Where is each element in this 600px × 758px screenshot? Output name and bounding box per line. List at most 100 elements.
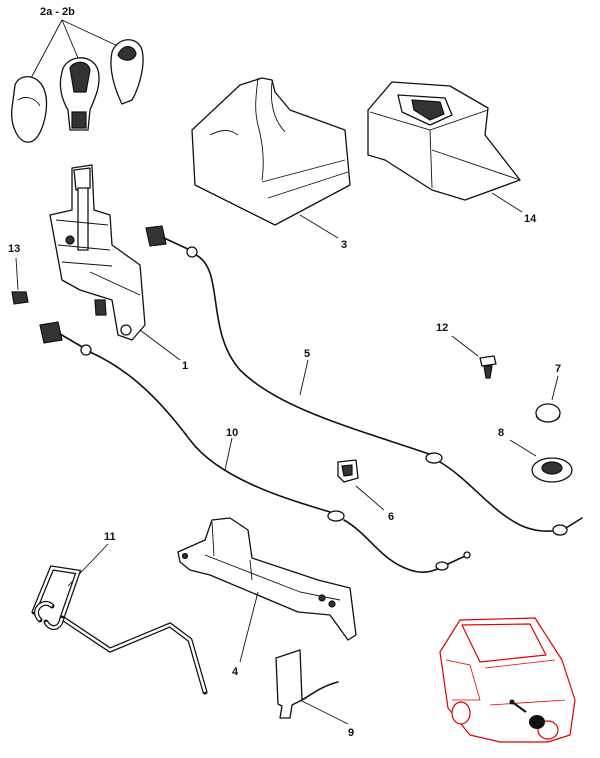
vehicle-highlight-area [529,715,545,729]
gear-boot-fold-3 [209,130,239,136]
cable-10-lower [343,519,441,573]
gear-lever-mechanism-group: 1 [49,164,188,372]
cable-5-lower [439,461,561,532]
vehicle-highlight-dot [509,699,515,705]
vehicle-highlight-line [511,701,527,713]
callout-label-11: 11 [104,531,116,543]
bracket-9-group: 9 [275,649,354,739]
cap-7-edge [535,415,561,423]
cable-10-grommet-top [80,344,92,356]
cable-5 [195,254,433,456]
leader-1 [139,329,181,361]
leader-9 [299,699,349,725]
cable-10-grommet [327,510,345,522]
leader-2 [29,19,123,81]
bracket-4-edges [204,521,341,601]
bracket-9 [275,649,303,719]
leader-6 [355,485,385,511]
callout-label-8: 8 [498,427,504,439]
callout-label-5: 5 [304,348,310,360]
leader-10 [224,437,233,471]
cable-10-rod [59,333,85,349]
gear-lever-mount [94,299,107,316]
gear-knob-group: 2a - 2b [11,6,144,143]
callout-label-13: 13 [8,243,20,255]
callout-label-3: 3 [341,239,347,251]
callout-label-9: 9 [348,727,354,739]
callout-label-6: 6 [388,511,394,523]
callout-label-10: 10 [226,427,238,439]
rod-frame-11-hook-highlight [35,602,64,629]
gear-knob-left-detail [17,97,41,107]
cable-5-grommet [425,452,443,464]
gear-lever-bolt [120,324,132,336]
gear-knob-middle-shade [69,61,91,93]
cable-10-end-eye [435,561,449,571]
rod-frame-11-group: 11 [31,531,208,695]
grommet-8-center [541,461,563,475]
gear-boot [191,77,351,226]
cable-10-end-fitting [39,321,63,344]
clip-6-center [341,464,353,477]
gear-knob-right-shade [117,46,137,61]
gear-boot-fold-2 [270,81,286,133]
gear-boot-fold-1 [255,77,264,181]
bolt-12-group: 12 [436,322,497,379]
vehicle-windshield [461,623,547,663]
bracket-4-group: 4 [177,517,357,678]
gear-lever-housing-edges [55,219,141,296]
console-cover-cavity [411,99,445,121]
bracket-4-hole-2 [328,600,336,608]
leader-13 [15,257,19,291]
cable-10 [89,351,331,513]
gear-boot-ribs [261,159,349,199]
leader-7 [551,375,559,401]
leader-8 [509,439,537,457]
bracket-9-arm [301,681,339,701]
leader-3 [299,214,339,239]
vehicle-wheel-front [451,701,471,725]
gear-lever-pivot [65,235,75,245]
clip-13 [11,291,29,305]
rod-frame-11 [31,565,208,695]
selector-cable-10-group: 10 [39,321,471,573]
gear-knob-left [11,76,48,143]
rod-frame-11-highlight [32,566,207,693]
leader-4 [239,591,259,663]
gear-lever-housing [49,164,146,341]
callout-label-14: 14 [524,213,537,225]
gear-boot-group: 3 [191,77,351,251]
callout-label-4: 4 [232,666,239,678]
cable-5-end-eye [552,524,568,536]
bolt-12-shank [483,365,493,379]
cable-5-end-fitting [145,225,167,247]
cable-10-tip [447,555,466,565]
console-cover-group: 14 [367,81,537,225]
selector-cable-5-group: 5 [145,225,583,536]
leader-14 [491,192,523,213]
console-cover-edges [369,109,521,189]
gear-lever-shaft [77,187,89,251]
gear-knob-middle-base [71,111,87,129]
leader-12 [451,335,479,357]
bracket-4-hole-3 [181,552,189,560]
grommet-8-group: 8 [498,427,573,483]
vehicle-locator-group [439,617,576,743]
cable-5-grommet-top [186,246,198,258]
callout-label-12: 12 [436,322,448,334]
vehicle-body-lines [445,659,566,706]
cable-5-tip [565,517,583,529]
gear-lever-top [73,167,91,191]
callout-label-1: 1 [182,360,188,372]
clip-13-group: 13 [8,243,29,305]
clip-6-group: 6 [337,459,394,523]
leader-5 [299,359,309,396]
callout-label-2: 2a - 2b [40,6,75,18]
callout-label-7: 7 [555,363,561,375]
cap-7 [535,403,561,423]
cable-10-tip-ball [463,551,471,559]
cap-7-group: 7 [535,363,561,423]
bracket-4-hole-1 [318,594,326,602]
